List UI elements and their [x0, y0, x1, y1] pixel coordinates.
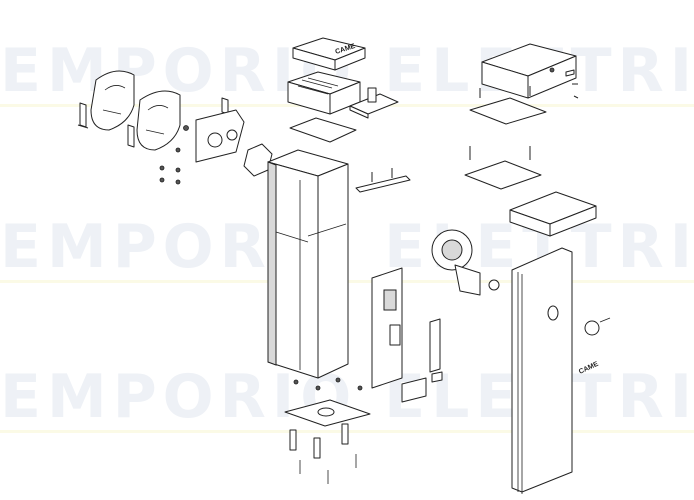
bracket [77, 102, 89, 129]
nuts [293, 377, 363, 391]
lid-bracket-plate [469, 86, 547, 125]
anchor-bolts [289, 423, 357, 484]
small-screws [159, 125, 189, 185]
circuit-board [349, 87, 399, 119]
cover-panel: CAME [511, 247, 600, 494]
bearing-plate [195, 109, 245, 163]
top-cap [509, 191, 597, 237]
anchor-plate [464, 146, 542, 190]
control-box-base [287, 71, 361, 115]
battery-module [429, 318, 441, 373]
round-cover-2 [136, 90, 181, 151]
bracket [127, 124, 135, 148]
cabinet-lid [481, 43, 577, 99]
gearmotor [431, 229, 500, 296]
control-board-panel [371, 267, 403, 389]
round-cover-1 [90, 70, 135, 131]
plate-hole [317, 407, 335, 417]
card-reader [401, 377, 427, 403]
control-box-lid: CAME [292, 37, 366, 71]
limit-switch-bracket [355, 168, 411, 193]
small-part [431, 371, 443, 383]
lock-cylinder [584, 317, 611, 336]
came-logo: CAME [578, 361, 600, 376]
bracket [221, 97, 229, 115]
mounting-plate [289, 117, 357, 143]
key-lock [565, 69, 579, 99]
barrier-column [267, 149, 349, 379]
